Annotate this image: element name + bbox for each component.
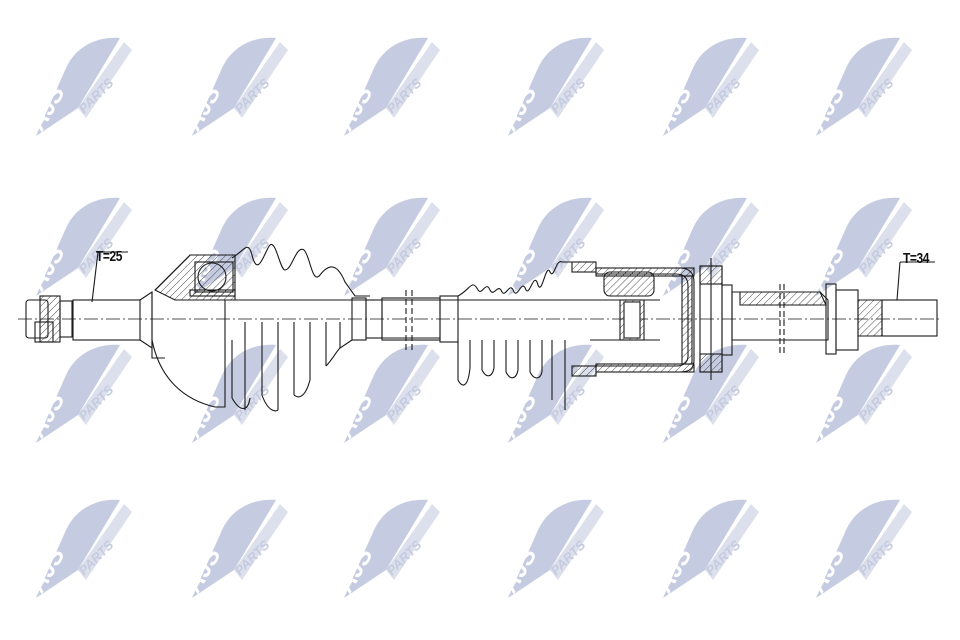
ajs-parts-watermark-logo: AJS PARTS <box>650 490 765 600</box>
ajs-parts-watermark-logo: AJS PARTS <box>23 335 138 445</box>
inner-tripod-housing <box>571 261 695 377</box>
outer-boot <box>231 244 383 412</box>
bearing-flange <box>699 258 723 380</box>
left-spline-shaft <box>72 251 153 350</box>
ajs-parts-watermark-logo: AJS PARTS <box>331 28 446 138</box>
intermediate-spline <box>721 283 859 356</box>
ajs-parts-watermark-logo: AJS PARTS <box>331 188 446 298</box>
ajs-parts-watermark-logo: AJS PARTS <box>650 28 765 138</box>
ajs-parts-watermark-logo: AJS PARTS <box>23 28 138 138</box>
ajs-parts-watermark-logo: AJS PARTS <box>495 188 610 298</box>
ajs-parts-watermark-logo: AJS PARTS <box>179 490 294 600</box>
ajs-parts-watermark-logo: AJS PARTS <box>803 188 918 298</box>
shaft <box>235 290 590 350</box>
right-spline-teeth-label: T=34 <box>903 250 930 267</box>
ajs-parts-watermark-logo: AJS PARTS <box>803 490 918 600</box>
left-spline-teeth-label: T=25 <box>96 248 123 265</box>
ajs-parts-watermark-logo: AJS PARTS <box>650 335 765 445</box>
ajs-parts-watermark-logo: AJS PARTS <box>495 28 610 138</box>
ajs-parts-watermark-logo: AJS PARTS <box>331 490 446 600</box>
ajs-parts-watermark-logo: AJS PARTS <box>803 335 918 445</box>
ajs-parts-watermark-logo: AJS PARTS <box>23 490 138 600</box>
ajs-parts-watermark-logo: AJS PARTS <box>495 490 610 600</box>
left-thread-nut <box>25 295 73 343</box>
ajs-parts-watermark-logo: AJS PARTS <box>803 28 918 138</box>
right-spline-shaft <box>857 261 938 337</box>
ajs-parts-watermark-logo: AJS PARTS <box>179 28 294 138</box>
outer-cv-joint <box>151 254 236 408</box>
ajs-parts-watermark-logo: AJS PARTS <box>23 188 138 298</box>
ajs-parts-watermark-logo: AJS PARTS <box>331 335 446 445</box>
inner-boot <box>439 261 575 410</box>
